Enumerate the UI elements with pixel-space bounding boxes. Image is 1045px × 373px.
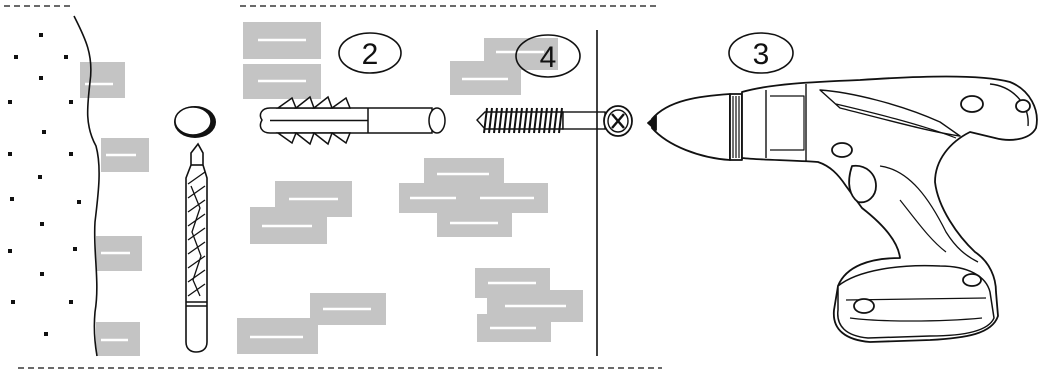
step-3-label: 3 [753, 38, 770, 71]
step-3-marker: 3 [728, 32, 794, 74]
step-2-marker: 2 [338, 32, 402, 74]
wall-fill-dots [8, 33, 81, 336]
step-4-label: 4 [540, 41, 557, 74]
wall-cross-section [8, 15, 100, 357]
brick-mortar-lines [85, 38, 566, 342]
drill-trigger [848, 164, 877, 204]
wall-plug [259, 95, 446, 146]
screw [476, 105, 633, 137]
step-2-label: 2 [362, 38, 379, 71]
dashed-guides [4, 5, 662, 369]
masonry-drill-bit [185, 142, 208, 353]
step-4-marker: 4 [515, 34, 581, 78]
drilled-hole [174, 106, 216, 138]
cordless-drill [647, 75, 1038, 343]
drill-chuck [651, 93, 731, 161]
